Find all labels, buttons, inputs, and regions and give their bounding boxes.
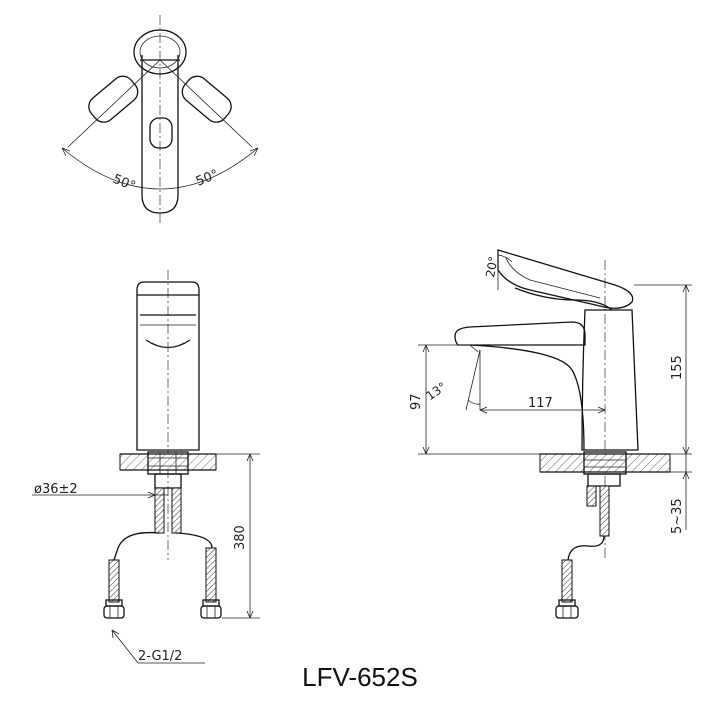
lever-tilt-label: 20°: [483, 255, 500, 278]
hose-length-label: 380: [233, 525, 248, 550]
hole-diameter-label: ø36±2: [34, 482, 78, 497]
front-view: ø36±2 380 2-G1/2: [32, 270, 260, 664]
spout-angle-label: 13°: [423, 380, 448, 404]
spout-height-label: 97: [409, 393, 424, 410]
inlet-thread-label: 2-G1/2: [138, 649, 182, 664]
rotation-left-label: 50°: [111, 172, 138, 195]
total-height-label: 155: [670, 355, 685, 380]
top-view: 50° 50°: [61, 15, 259, 225]
rotation-right-label: 50°: [194, 167, 221, 190]
model-title: LFV-652S: [302, 662, 418, 692]
deck-thickness-label: 5~35: [670, 498, 685, 534]
side-view: 20° 13° 117 97 155 5~35: [409, 249, 692, 619]
spout-reach-label: 117: [528, 396, 553, 411]
